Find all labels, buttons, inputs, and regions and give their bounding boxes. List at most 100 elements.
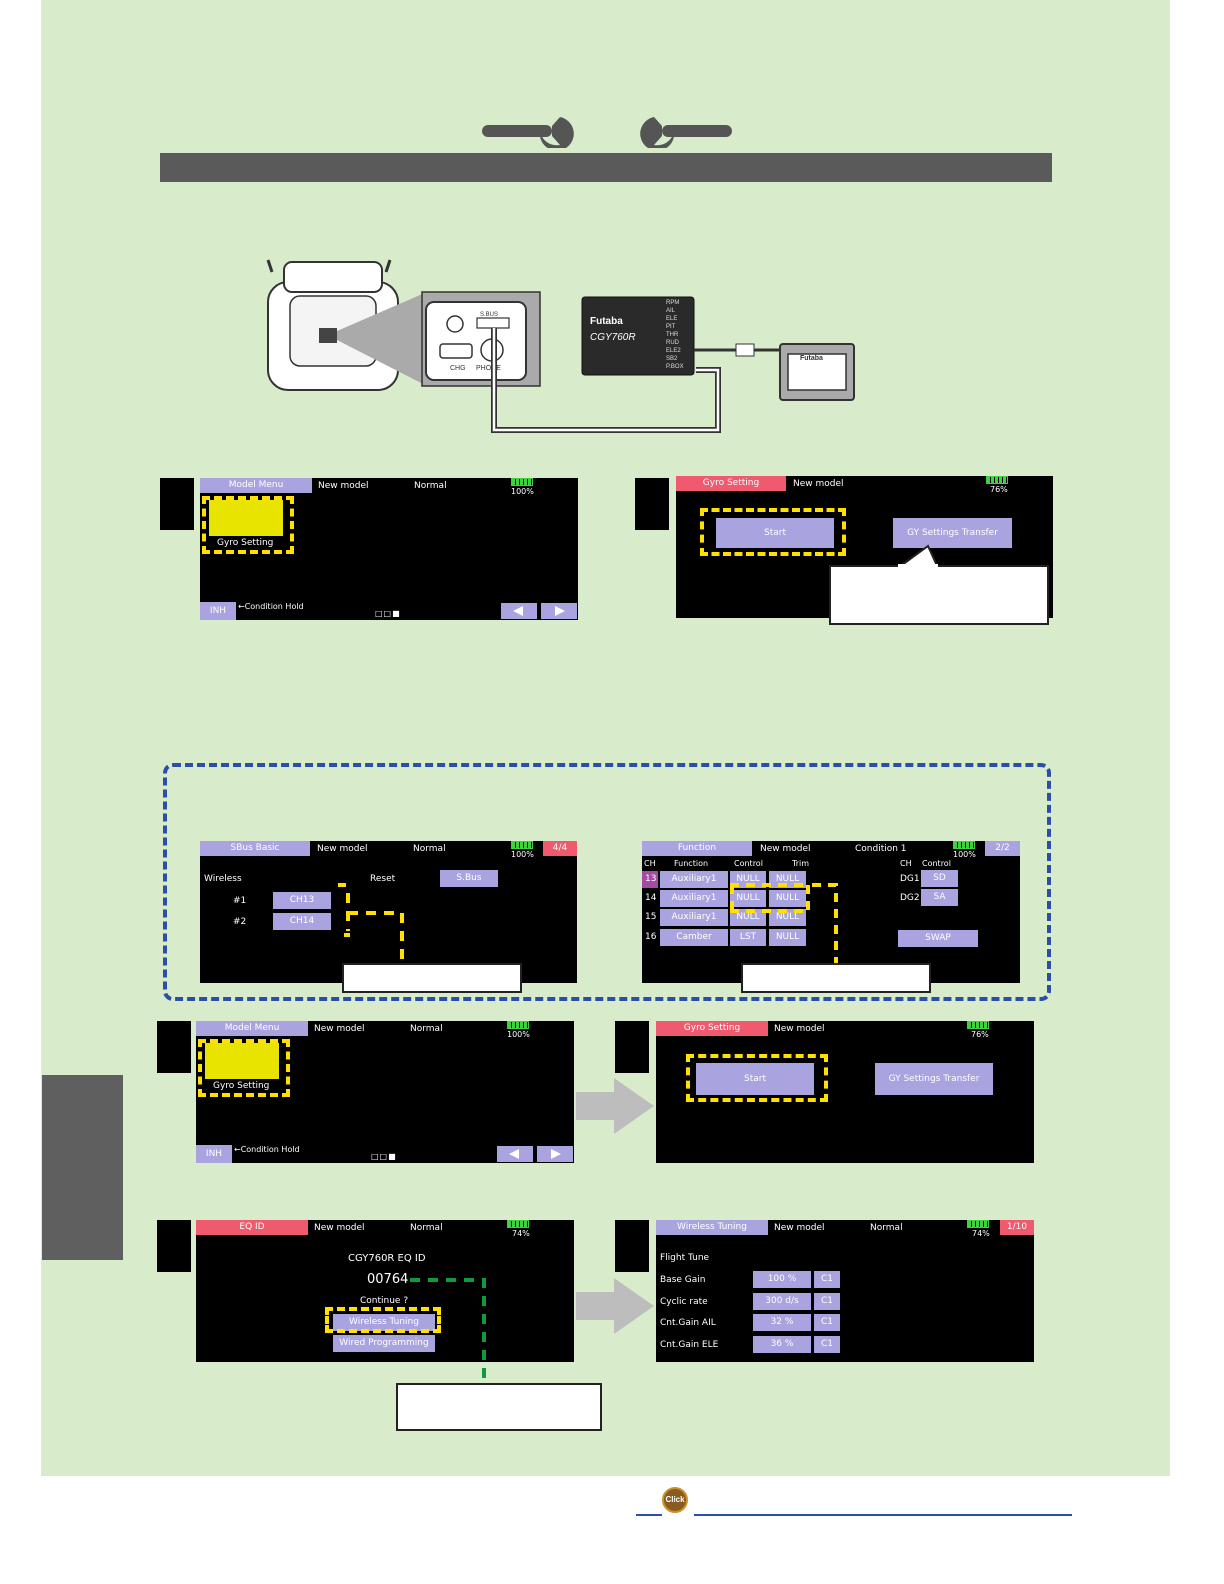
svg-text:ELE2: ELE2 [666,348,681,354]
svg-text:ELE: ELE [666,316,677,322]
param-value-button[interactable]: 32 % [753,1314,811,1331]
svg-text:AIL: AIL [666,308,676,314]
svg-text:Futaba: Futaba [590,316,623,327]
connector-line [338,883,404,983]
gyro-setting-label: Gyro Setting [217,538,274,548]
wireless-tuning-screen: Wireless Tuning New model Normal 74% 1/1… [656,1220,1034,1362]
trim-button[interactable]: NULL [769,909,806,926]
step-number-box [157,1021,191,1073]
param-value-button[interactable]: 100 % [753,1271,811,1288]
svg-text:PIT: PIT [666,324,676,330]
function-screen: Function New model Condition 1 100% 2/2 … [642,841,1020,983]
battery-level: 74% [972,1229,990,1238]
screen-tab: Gyro Setting [676,476,786,491]
ch14-button[interactable]: CH14 [273,913,331,930]
battery-icon [967,1021,989,1029]
highlight-frame [700,508,846,556]
page-number: 2/2 [985,841,1020,856]
param-value-button[interactable]: 36 % [753,1336,811,1353]
function-button[interactable]: Camber [660,929,728,946]
control-button[interactable]: NULL [730,890,766,907]
param-label: Cyclic rate [660,1297,708,1307]
svg-text:THR: THR [666,332,679,338]
dg1-label: DG1 [900,874,920,884]
column-header: Control [734,859,763,868]
param-value-button[interactable]: 300 d/s [753,1293,811,1310]
svg-text:RUD: RUD [666,340,680,346]
connection-diagram: CHG PHONE S.BUS Futaba CGY760R RPMAILELE… [266,259,855,433]
next-page-button[interactable] [541,603,577,619]
param-label: Cnt.Gain AIL [660,1318,716,1328]
step-number-box [615,1220,649,1272]
optional-settings-frame [163,763,1051,1001]
step-number-box [157,1220,191,1272]
dg1-switch-button[interactable]: SD [921,870,958,887]
inh-button[interactable]: INH [200,602,236,620]
condition-name: Normal [410,1024,443,1034]
column-header: CH [900,859,912,868]
ch-number: 15 [645,912,657,922]
highlight-frame [325,1307,441,1333]
gy-settings-transfer-button[interactable]: GY Settings Transfer [893,518,1012,548]
control-button[interactable]: NULL [730,909,766,926]
battery-level: 100% [511,850,534,859]
battery-icon [986,476,1008,484]
control-button[interactable]: LST [730,929,766,946]
start-button[interactable]: Start [696,1063,814,1095]
next-page-button[interactable] [537,1146,573,1162]
model-name: New model [317,844,368,854]
page-indicator: □□■ [371,1152,397,1161]
page-indicator: □□■ [375,609,401,618]
prev-page-button[interactable] [497,1146,533,1162]
column-header: Function [674,859,709,868]
switch-button[interactable]: C1 [814,1271,840,1288]
eq-id-screen: EQ ID New model Normal 74% CGY760R EQ ID… [196,1220,574,1362]
sbus-button[interactable]: S.Bus [440,870,498,887]
battery-level: 100% [511,487,534,496]
gyro-setting-icon[interactable] [209,500,283,536]
eq-id-value: 00764 [367,1272,409,1287]
prev-page-button[interactable] [501,603,537,619]
gy-settings-transfer-button[interactable]: GY Settings Transfer [875,1063,993,1095]
trim-button[interactable]: NULL [769,929,806,946]
dg2-switch-button[interactable]: SA [921,889,958,906]
trim-button[interactable]: NULL [769,890,806,907]
selected-row-marker [642,871,658,888]
condition-name: Normal [414,481,447,491]
swap-button[interactable]: SWAP [898,930,978,947]
switch-button[interactable]: C1 [814,1336,840,1353]
ch-number: 14 [645,893,657,903]
inh-button[interactable]: INH [196,1145,232,1163]
start-button[interactable]: Start [716,518,834,548]
gyro-setting-screen-2: Gyro Setting New model 76% Start GY Sett… [656,1021,1034,1163]
highlight-frame [202,496,294,554]
param-label: Base Gain [660,1275,706,1285]
callout-box [829,544,1049,625]
gyro-setting-icon[interactable] [205,1043,279,1079]
function-button[interactable]: Auxiliary1 [660,890,728,907]
model-name: New model [314,1223,365,1233]
wireless-tuning-button[interactable]: Wireless Tuning [333,1314,435,1331]
ch-number: 13 [645,874,657,884]
screen-tab: SBus Basic [200,841,310,856]
switch-button[interactable]: C1 [814,1314,840,1331]
callout-box [342,963,522,993]
highlight-frame [730,883,838,983]
ch13-button[interactable]: CH13 [273,892,331,909]
switch-button[interactable]: C1 [814,1293,840,1310]
battery-icon [967,1220,989,1228]
click-button[interactable]: Click [662,1487,688,1513]
wired-programming-button[interactable]: Wired Programming [333,1335,435,1352]
battery-icon [511,841,533,849]
model-name: New model [314,1024,365,1034]
function-button[interactable]: Auxiliary1 [660,871,728,888]
model-menu-screen: Model Menu New model Normal 100% Gyro Se… [200,478,578,620]
battery-level: 100% [953,850,976,859]
svg-text:CHG: CHG [450,365,466,372]
function-button[interactable]: Auxiliary1 [660,909,728,926]
battery-icon [511,478,533,486]
eq-id-title: CGY760R EQ ID [348,1253,426,1264]
condition-name: Normal [413,844,446,854]
continue-prompt: Continue ? [360,1296,409,1306]
page-number: 1/10 [1000,1220,1034,1235]
